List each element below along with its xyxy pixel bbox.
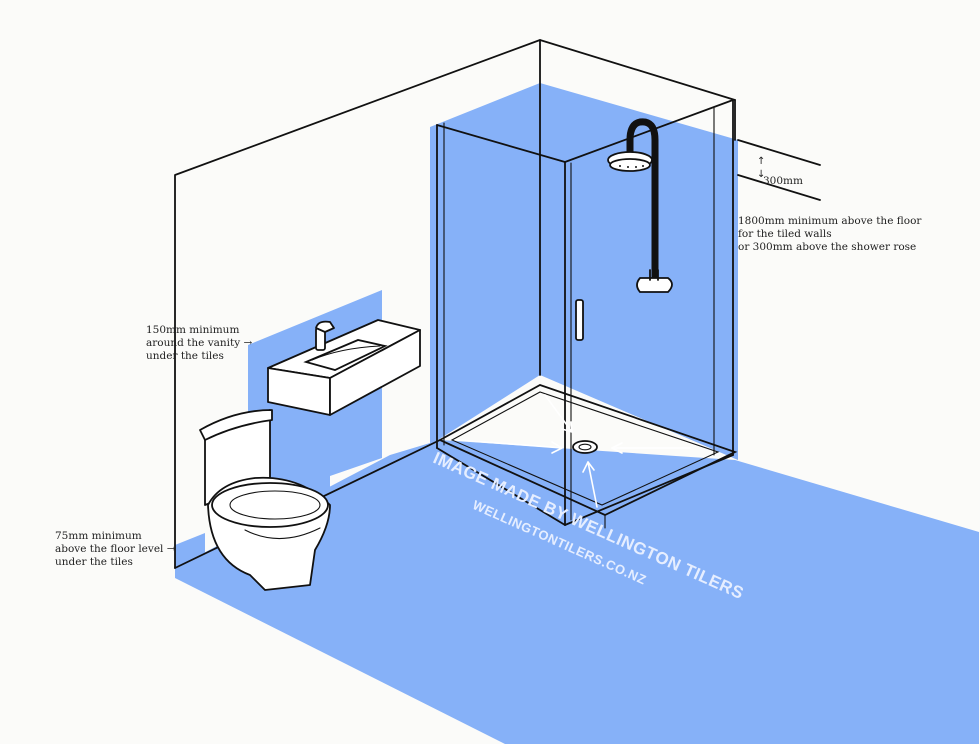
left-wall-skirt: [175, 533, 205, 568]
rose-gap-label: 300mm: [763, 175, 803, 187]
shower-right-wall: [540, 83, 738, 460]
walls-annotation-line: or 300mm above the shower rose: [738, 241, 917, 253]
height-ref-line-lower: [737, 174, 821, 201]
height-ref-line-upper: [737, 139, 821, 166]
glass-bottom-side: [564, 454, 734, 526]
shower-tray: [437, 384, 738, 516]
shower-tray-inner: [450, 391, 720, 506]
tap-icon[interactable]: [315, 320, 335, 351]
shower-mixer-icon[interactable]: [636, 269, 673, 293]
waterproofing-zones: [175, 83, 979, 744]
vanity-annotation-line: 150mm minimum: [146, 324, 240, 336]
door-handle-icon[interactable]: [575, 299, 584, 341]
floor-annotation-line: 75mm minimum: [55, 530, 142, 542]
vanity-annotation-line: around the vanity →: [146, 337, 253, 349]
toilet-icon: [199, 409, 331, 591]
rose-gap-annotation: ↑ ↓ 300mm: [757, 156, 803, 188]
glass-bottom-front: [436, 447, 566, 526]
floor-waterproofing: [175, 440, 979, 744]
arrow-down-icon: ↓: [757, 169, 766, 180]
walls-annotation-line: for the tiled walls: [738, 228, 832, 240]
vanity-basin-icon: [267, 319, 421, 416]
arrow-up-icon: ↑: [757, 156, 766, 167]
walls-annotation-line: 1800mm minimum above the floor: [738, 215, 922, 227]
left-wall-edge: [174, 39, 736, 569]
floor-annotation: 75mm minimum above the floor level → und…: [55, 530, 176, 569]
glass-top-front: [436, 124, 566, 163]
floor-annotation-line: under the tiles: [55, 556, 133, 568]
vanity-annotation: 150mm minimum around the vanity → under …: [146, 324, 252, 363]
shower-enclosure: [436, 99, 738, 529]
shower-back-wall: [430, 83, 540, 445]
vanity-annotation-line: under the tiles: [146, 350, 224, 362]
drain-fall-arrows: [457, 394, 691, 508]
floor-drain-icon: [572, 440, 598, 454]
floor-annotation-line: above the floor level →: [55, 543, 176, 555]
shower-rose-icon: [607, 118, 659, 289]
walls-annotation: 1800mm minimum above the floor for the t…: [738, 215, 921, 254]
glass-top-side: [564, 99, 734, 163]
